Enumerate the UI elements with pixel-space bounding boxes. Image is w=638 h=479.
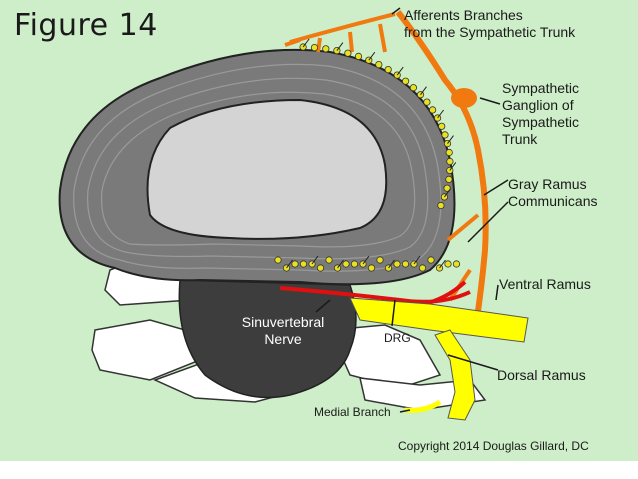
nerve-ending-dot: [376, 256, 384, 264]
leader-lines: [315, 7, 509, 413]
nerve-fiber: [311, 255, 319, 265]
label-medial-branch: Medial Branch: [314, 405, 391, 419]
diagram-panel: Figure 14 Afferents Branches from the Sy…: [0, 0, 638, 461]
nerve-ending-dot: [452, 260, 461, 268]
annulus-lamellae: [73, 63, 442, 272]
label-drg: DRG: [384, 331, 411, 345]
nerve-fiber: [437, 109, 444, 119]
label-dorsal-ramus: Dorsal Ramus: [497, 367, 586, 383]
nerve-fiber: [444, 188, 451, 198]
nerve-ending-dot: [354, 52, 363, 61]
label-gray-ramus: Gray Ramus Communicans: [508, 176, 598, 209]
nerve-ending-dot: [428, 106, 437, 114]
nerve-ending-dot: [444, 260, 452, 268]
nerve-ending-dot: [401, 77, 410, 85]
nerve-fiber: [439, 259, 446, 269]
nerve-fiber: [368, 51, 376, 61]
nerve-ending-dot: [409, 84, 417, 92]
nerve-ending-dot: [350, 260, 359, 268]
nerve-ending-dot: [427, 256, 435, 264]
nerve-ending-dot: [322, 45, 330, 53]
nucleus-pulposus: [146, 98, 388, 240]
sympathetic-ganglion: [451, 88, 477, 108]
nerve-ending-dot: [325, 256, 333, 264]
nerve-fiber: [420, 86, 427, 95]
anatomy-illustration: [58, 7, 529, 421]
nerve-fiber: [388, 259, 395, 269]
copyright-notice: Copyright 2014 Douglas Gillard, DC: [398, 439, 589, 453]
nerve-ending-dot: [418, 264, 427, 272]
nerve-ending-dot: [446, 157, 454, 166]
nerve-ending-dot: [401, 260, 410, 268]
nerve-ending-dot: [291, 260, 299, 268]
nerve-ending-dot: [423, 98, 431, 106]
nerve-fiber: [413, 255, 421, 265]
nerve-ending-dot: [342, 260, 350, 268]
nerve-ending-dot: [367, 264, 376, 272]
label-sympathetic-ganglion: Sympathetic Ganglion of Sympathetic Trun…: [502, 80, 580, 147]
afferent-branches: [284, 12, 396, 53]
label-afferents: Afferents Branches from the Sympathetic …: [404, 7, 576, 40]
nerve-ending-dot: [274, 256, 282, 264]
nerve-ending-dot: [437, 201, 445, 210]
nerve-ending-dot: [441, 131, 449, 139]
nerve-ending-dot: [299, 260, 308, 268]
nerve-fiber: [286, 259, 293, 269]
nerve-ending-dot: [310, 43, 319, 52]
label-ventral-ramus: Ventral Ramus: [499, 276, 591, 292]
nerve-fiber: [337, 259, 344, 269]
figure-title: Figure 14: [14, 8, 158, 43]
nerve-ending-dot: [375, 60, 383, 69]
nerve-ending-dot: [344, 49, 352, 57]
nerve-fiber: [447, 135, 454, 144]
label-sinuvertebral-nerve: Sinuvertebral Nerve: [241, 314, 325, 347]
nerve-ending-dot: [384, 66, 392, 74]
nerve-ending-dot: [445, 148, 453, 157]
nerve-fiber: [449, 162, 457, 171]
nerve-ending-dot: [445, 175, 453, 183]
spinal-canal: [178, 279, 357, 399]
nerve-ending-dot: [443, 184, 451, 192]
nerve-ending-dot: [316, 264, 325, 272]
nerve-ending-dot: [393, 260, 401, 268]
nerve-endings: [274, 38, 461, 272]
nerve-fiber: [396, 66, 404, 76]
sympathetic-trunk: [395, 10, 489, 326]
nerve-fiber: [336, 42, 344, 51]
ventral-ramus-red: [279, 286, 471, 304]
nerve-ending-dot: [438, 122, 446, 130]
nerve-fiber: [362, 255, 370, 265]
nerve-fiber: [302, 38, 310, 48]
